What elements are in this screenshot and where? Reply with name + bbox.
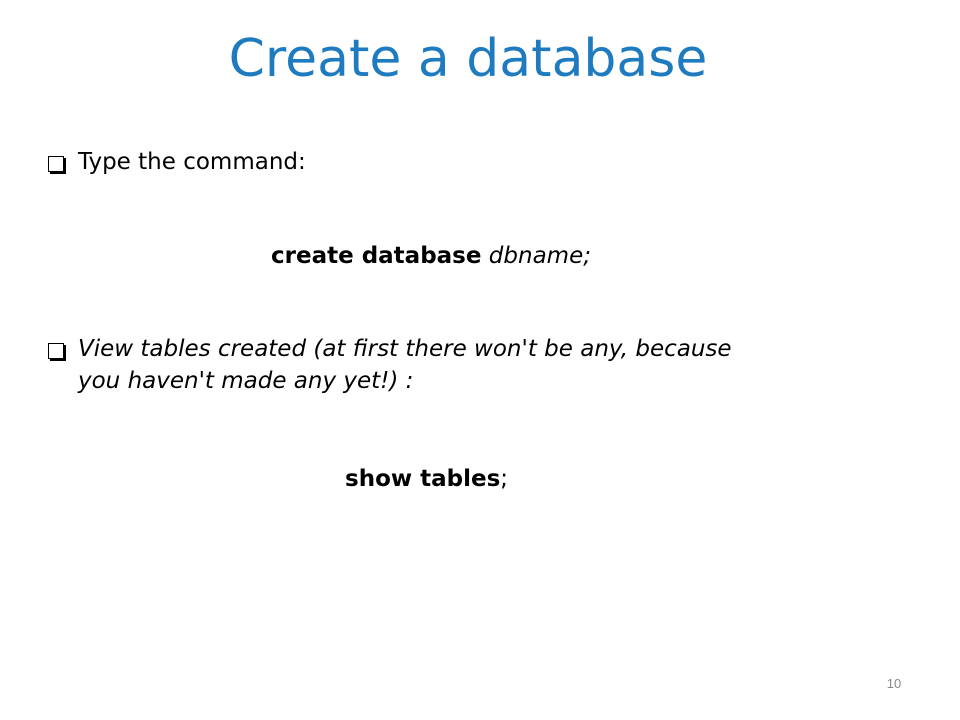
command-suffix: ; — [500, 466, 509, 492]
bullet-text-line: View tables created (at first there won'… — [78, 336, 732, 362]
command-keyword: show tables — [345, 466, 501, 492]
checkbox-square-icon — [48, 343, 64, 359]
bullet-item-view-tables: View tables created (at first there won'… — [48, 333, 732, 397]
command-show-tables: show tables; — [345, 463, 508, 495]
command-argument: dbname; — [488, 243, 591, 269]
page-number: 10 — [886, 676, 902, 691]
checkbox-square-icon — [48, 156, 64, 172]
slide-title: Create a database — [228, 29, 708, 89]
command-create-database: create database dbname; — [271, 240, 591, 272]
bullet-text-line: you haven't made any yet!) : — [78, 368, 414, 394]
bullet-text: Type the command: — [78, 149, 306, 175]
bullet-item-type-command: Type the command: — [48, 146, 306, 178]
bullet-text: View tables created (at first there won'… — [78, 333, 732, 397]
command-keyword: create database — [271, 243, 482, 269]
